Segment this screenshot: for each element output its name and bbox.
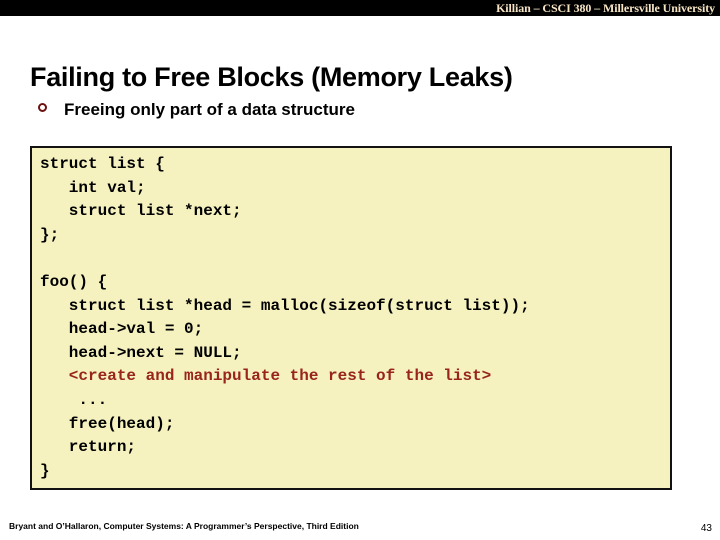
code-line: head->next = NULL;: [40, 343, 242, 362]
bullet-list-item: Freeing only part of a data structure: [38, 100, 355, 120]
code-line: foo() {: [40, 272, 108, 291]
code-line: int val;: [40, 178, 146, 197]
page-number: 43: [700, 523, 712, 534]
code-listing: struct list { int val; struct list *next…: [40, 153, 530, 483]
code-line: return;: [40, 438, 137, 457]
code-line: ...: [40, 390, 108, 409]
code-line: free(head);: [40, 414, 175, 433]
bullet-item-label: Freeing only part of a data structure: [64, 100, 355, 119]
code-line: }: [40, 461, 50, 480]
code-block: struct list { int val; struct list *next…: [30, 146, 672, 490]
code-line: head->val = 0;: [40, 320, 204, 339]
hollow-circle-bullet-icon: [38, 103, 47, 112]
code-line: struct list *next;: [40, 202, 242, 221]
course-banner-label: Killian – CSCI 380 – Millersville Univer…: [496, 1, 715, 15]
code-line: struct list {: [40, 155, 165, 173]
code-line: [40, 247, 530, 271]
footer-attribution: Bryant and O’Hallaron, Computer Systems:…: [9, 521, 359, 531]
page-title: Failing to Free Blocks (Memory Leaks): [30, 62, 513, 93]
code-line: struct list *head = malloc(sizeof(struct…: [40, 296, 530, 315]
top-banner: Killian – CSCI 380 – Millersville Univer…: [0, 0, 720, 16]
code-line: <create and manipulate the rest of the l…: [40, 367, 492, 386]
code-line: };: [40, 225, 60, 244]
